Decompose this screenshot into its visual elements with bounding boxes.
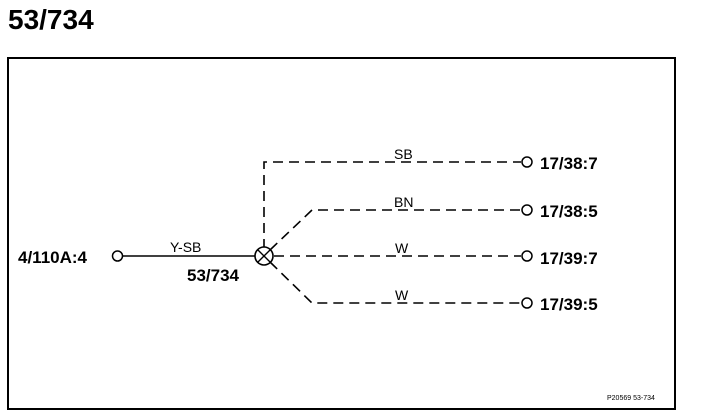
branch-connector-label-2: 17/38:5	[540, 202, 598, 221]
branch-wire-2	[269, 209, 521, 251]
branch-wire-color-label-3: W	[395, 240, 409, 256]
branch-connector-label-1: 17/38:7	[540, 154, 598, 173]
source-connector-label: 4/110A:4	[18, 248, 88, 267]
diagram-frame	[7, 57, 676, 410]
branch-connector-label-3: 17/39:7	[540, 249, 598, 268]
source-terminal-circle	[111, 250, 124, 262]
page-title: 53/734	[8, 4, 94, 35]
source-wire-color-label: Y-SB	[170, 239, 201, 255]
branch-wire-color-label-4: W	[395, 287, 409, 303]
splice-icon	[254, 246, 274, 266]
splice-label: 53/734	[187, 266, 240, 285]
branch-terminal-circle-2	[521, 204, 533, 216]
branch-terminal-circle-4	[521, 297, 533, 309]
branch-wire-color-label-2: BN	[394, 194, 413, 210]
branch-terminal-circle-1	[521, 156, 533, 168]
figure-reference: P20569 53-734	[607, 395, 655, 402]
branch-wire-4	[269, 261, 521, 304]
branch-wire-1	[263, 161, 521, 249]
branch-wire-color-label-1: SB	[394, 146, 413, 162]
branch-terminal-circle-3	[521, 250, 533, 262]
branch-connector-label-4: 17/39:5	[540, 295, 598, 314]
